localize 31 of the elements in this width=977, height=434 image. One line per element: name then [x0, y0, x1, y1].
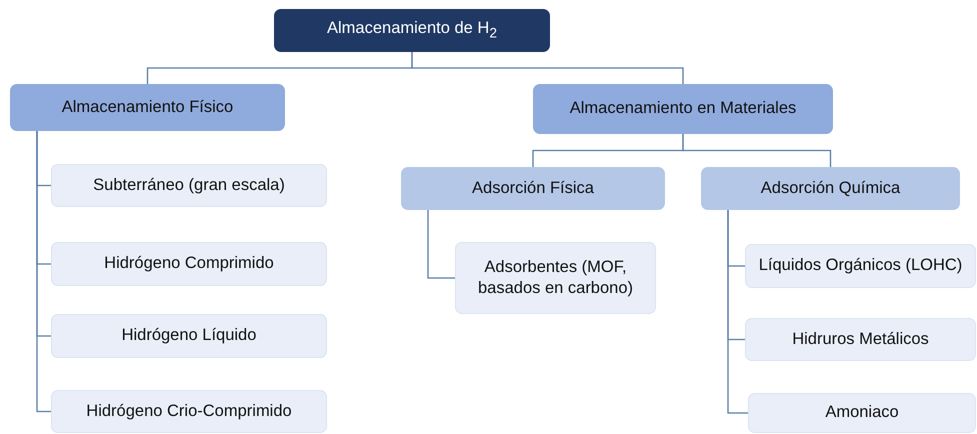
subcategory-box	[701, 167, 960, 210]
item-box	[51, 242, 327, 286]
node-label: Hidrógeno Comprimido	[103, 253, 275, 274]
category-box	[10, 84, 285, 131]
item-box	[51, 314, 327, 358]
node-label: Almacenamiento de H$_{2}$	[326, 18, 498, 43]
node-label: Almacenamiento Físico	[60, 96, 234, 118]
item-box	[745, 244, 976, 288]
item-box	[51, 164, 327, 207]
node-label: Almacenamiento en Materiales	[568, 98, 798, 120]
category-box	[533, 84, 833, 134]
item-box	[745, 318, 976, 361]
item-box	[748, 393, 976, 433]
node-label: Líquidos Orgánicos (LOHC)	[758, 255, 964, 276]
connector-line	[411, 52, 684, 84]
node-label: Amoniaco	[824, 402, 900, 424]
item-box	[51, 390, 327, 433]
node-label: Adsorción Química	[760, 178, 902, 199]
node-label: Hidrógeno Líquido	[120, 325, 258, 346]
connector-line	[36, 131, 51, 412]
subcategory-box	[401, 167, 665, 210]
node-label: Adsorción Física	[471, 178, 595, 199]
node-label: Hidruros Metálicos	[791, 328, 930, 350]
node-label: Adsorbentes (MOF, basados en carbono)	[476, 256, 634, 299]
node-label: Subterráneo (gran escala)	[92, 174, 286, 196]
item-box	[455, 242, 656, 314]
root-box	[274, 9, 550, 52]
node-label: Hidrógeno Crio-Comprimido	[85, 400, 293, 422]
connector-line	[427, 210, 455, 279]
connector-line	[727, 210, 748, 414]
connector-line	[682, 134, 832, 167]
